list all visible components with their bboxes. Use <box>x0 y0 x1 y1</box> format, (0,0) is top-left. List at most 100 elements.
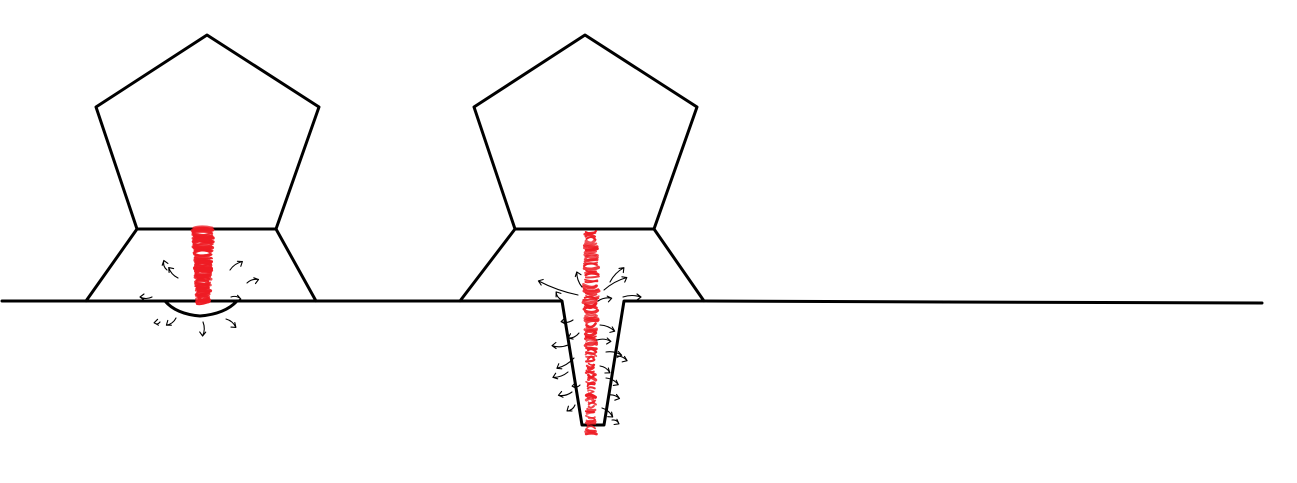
figure-deep-cone <box>458 33 706 436</box>
heat-stroke <box>586 383 596 388</box>
heat-stroke <box>583 341 599 348</box>
heat-stroke <box>583 231 597 236</box>
scatter-arrow <box>599 365 611 374</box>
heat-stroke <box>584 279 599 284</box>
scatter-arrow <box>168 267 179 279</box>
scatter-arrow <box>556 357 575 370</box>
heat-stroke <box>584 275 600 279</box>
scatter-arrow <box>601 407 614 418</box>
scatter-arrow <box>574 271 583 288</box>
heat-stroke <box>584 292 598 297</box>
heat-stroke <box>192 230 213 236</box>
scatter-arrow <box>165 317 177 326</box>
trapezoid-base-left <box>84 227 318 303</box>
scatter-arrow <box>199 321 207 337</box>
heat-stroke <box>581 299 598 305</box>
scatter-arrow <box>552 371 569 380</box>
heat-stroke <box>584 247 599 252</box>
heat-stroke <box>587 401 597 406</box>
heat-stroke <box>582 262 598 268</box>
heat-stroke <box>195 301 210 306</box>
scatter-arrow <box>551 341 569 350</box>
heat-stroke <box>581 284 598 290</box>
heat-stroke <box>194 261 213 266</box>
heat-stroke <box>584 429 596 434</box>
heat-stroke <box>585 338 599 344</box>
scatter-arrow <box>615 355 628 363</box>
scatter-arrow <box>567 332 580 340</box>
heat-stroke <box>194 259 212 265</box>
figure-shallow-crater <box>84 33 321 337</box>
heat-stroke <box>586 355 595 361</box>
scatter-arrow <box>560 317 574 325</box>
heat-stroke <box>582 265 600 271</box>
scatter-arrow <box>557 390 573 398</box>
heat-stroke <box>585 319 599 325</box>
scatter-arrows-right <box>537 267 642 426</box>
scatter-arrow <box>596 337 612 345</box>
heat-stroke <box>583 250 597 255</box>
scatter-arrow <box>611 418 620 426</box>
heat-stroke <box>584 432 598 436</box>
scatter-arrow <box>607 393 621 401</box>
scatter-arrow <box>605 377 619 386</box>
heat-stroke <box>583 331 597 338</box>
heat-stroke <box>587 375 598 382</box>
heat-stroke <box>585 410 596 415</box>
pentagon-head-right <box>472 33 699 231</box>
heat-stroke <box>584 252 598 259</box>
heat-plume-long <box>581 229 601 436</box>
heat-stroke <box>586 347 598 354</box>
heat-stroke <box>586 425 596 430</box>
heat-stroke <box>196 283 210 289</box>
scatter-arrow <box>597 295 613 303</box>
heat-stroke <box>582 304 598 311</box>
shallow-dish-cut <box>84 299 239 318</box>
scatter-arrow <box>230 294 242 302</box>
scatter-arrow <box>153 318 161 326</box>
heat-stroke <box>584 238 597 245</box>
heat-stroke <box>192 249 211 254</box>
heat-stroke <box>586 381 596 386</box>
deep-cone-cut <box>458 299 706 427</box>
scatter-arrow <box>229 260 243 271</box>
scatter-arrow <box>609 267 625 283</box>
scatter-arrow <box>161 259 169 271</box>
heat-stroke <box>582 287 600 292</box>
trapezoid-base-right <box>458 227 706 303</box>
heat-stroke <box>586 366 595 371</box>
scatter-arrow <box>599 324 616 333</box>
scatter-arrow <box>571 382 581 390</box>
heat-stroke <box>585 358 596 363</box>
heat-stroke <box>584 351 598 357</box>
heat-stroke <box>586 422 597 426</box>
heat-stroke <box>195 289 211 294</box>
heat-stroke <box>582 289 601 295</box>
heat-stroke <box>585 419 597 425</box>
heat-stroke <box>584 335 598 342</box>
heat-stroke <box>194 267 213 273</box>
heat-stroke <box>583 258 599 263</box>
heat-stroke <box>192 240 213 245</box>
pentagon-head-left <box>94 33 321 231</box>
heat-stroke <box>584 233 597 238</box>
scatter-arrow <box>139 293 153 301</box>
heat-stroke <box>585 312 597 317</box>
scatter-arrow <box>622 293 642 301</box>
heat-stroke <box>584 308 600 314</box>
heat-stroke <box>587 404 595 409</box>
scatter-arrow <box>225 318 237 328</box>
scatter-arrow <box>246 277 260 285</box>
heat-plume-short <box>190 225 215 306</box>
heat-stroke <box>584 272 600 277</box>
heat-stroke <box>586 386 596 390</box>
heat-stroke <box>585 322 597 329</box>
heat-stroke <box>586 407 597 412</box>
heat-stroke <box>584 242 598 247</box>
heat-stroke <box>585 363 595 369</box>
scatter-arrow <box>555 291 563 301</box>
heat-stroke <box>584 396 596 404</box>
scatter-arrow <box>537 278 579 296</box>
scatter-arrows-left <box>139 259 260 337</box>
